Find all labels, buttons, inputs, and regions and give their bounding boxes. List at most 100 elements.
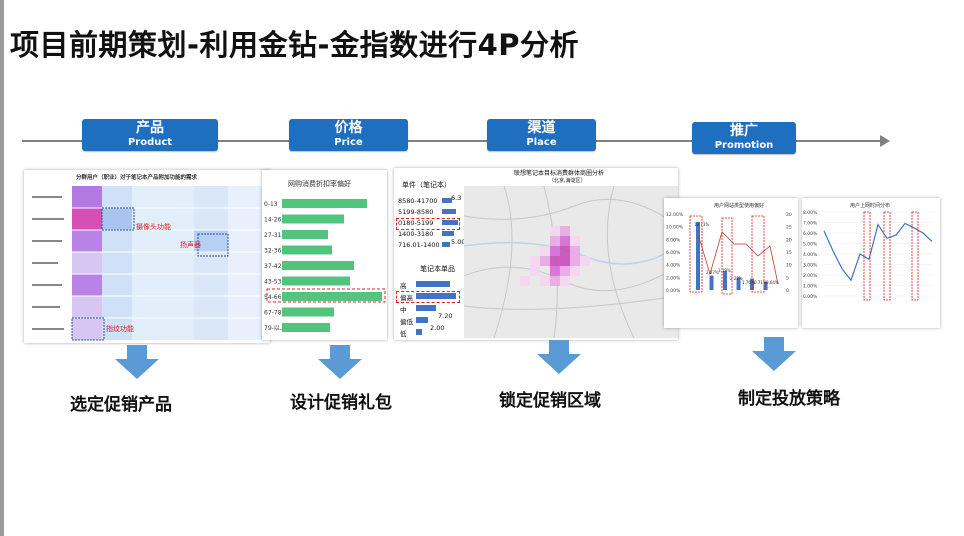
heat-cell: [530, 266, 540, 276]
price-row-label: 0-13: [264, 201, 278, 208]
heat-cell: [560, 246, 570, 256]
promo-bar-label: 0.64%: [766, 280, 779, 285]
place-mini-bars: [416, 198, 458, 335]
price-row-label: 37-42: [264, 263, 282, 270]
promo-right-chart: 8.00%7.00%6.00%5.00%4.00%3.00%2.00%1.00%…: [803, 210, 933, 301]
heat-cell: [520, 276, 530, 286]
heat-cell: [560, 276, 570, 286]
price-row-label: 32-36: [264, 248, 282, 255]
heat-cell: [580, 256, 590, 266]
promo-left-highlight: [721, 217, 733, 295]
price-highlight-box: [266, 288, 386, 303]
promo-right-ytick: 8.00%: [803, 210, 818, 216]
promo-left-ytick: 0.00%: [666, 288, 681, 294]
promo-left-ytick: 4.00%: [666, 263, 681, 269]
grade-2: 偏高: [400, 294, 413, 302]
promo-left-y2tick: 10: [786, 263, 792, 269]
heat-cell: [570, 236, 580, 246]
heat-cell: [550, 236, 560, 246]
heat-cell: [570, 246, 580, 256]
heat-cell: [570, 256, 580, 266]
phase-price: 价格 Price: [289, 119, 408, 151]
annotation-speaker: 扬声器: [180, 241, 201, 249]
heat-cell: [560, 266, 570, 276]
heat-cell: [540, 276, 550, 286]
price-band-5: 716.01-1400: [398, 241, 440, 249]
down-arrow-promotion: [752, 337, 796, 371]
phase-product-cn: 产品: [136, 120, 164, 136]
price-bar: [282, 292, 382, 301]
grade-list: 高 偏高 中 偏低 低: [400, 280, 413, 340]
heat-cell: [530, 256, 540, 266]
promo-left-line: [697, 231, 779, 285]
annotation-fingerprint: 指纹功能: [106, 325, 134, 333]
promo-bar: [723, 271, 728, 290]
phase-place-cn: 渠道: [527, 120, 556, 136]
price-bar: [282, 230, 328, 239]
caption-product: 选定促销产品: [70, 395, 172, 415]
heat-cell: [560, 226, 570, 236]
promo-right-ytick: 3.00%: [803, 263, 818, 269]
promo-right-ytick: 1.00%: [803, 284, 818, 290]
phase-product-en: Product: [127, 137, 173, 148]
promo-right-ytick: 5.00%: [803, 242, 818, 248]
price-bar: [282, 276, 350, 286]
price-row-label: 67-78: [264, 310, 282, 317]
product-heatmap-grid: [32, 186, 266, 341]
phase-place-en: Place: [526, 137, 557, 148]
price-row-label: 43-53: [264, 279, 282, 286]
price-bar-chart: 0-1314-2627-3132-3637-4243-5354-6667-787…: [264, 199, 386, 332]
phase-product: 产品 Product: [82, 119, 218, 151]
annotation-camera: 摄像头功能: [136, 223, 171, 231]
price-bar: [282, 261, 354, 270]
price-bar: [282, 199, 367, 208]
heat-cell: [550, 256, 560, 266]
promo-left-ytick: 12.00%: [666, 212, 684, 218]
timeline-line: [22, 140, 886, 142]
price-row-label: 14-26: [264, 217, 282, 224]
promo-left-ytick: 10.00%: [666, 225, 684, 231]
grade-3: 中: [400, 306, 407, 314]
price-band-highlight: [396, 218, 460, 230]
promo-bar: [750, 278, 755, 290]
price-bar: [282, 245, 332, 255]
caption-place: 锁定促销区域: [499, 391, 601, 411]
timeline-arrowhead: [880, 135, 890, 147]
promo-bar-label: 10.73%: [694, 222, 709, 227]
caption-price: 设计促销礼包: [290, 393, 392, 413]
promo-bar-label: 0.71%: [754, 280, 767, 285]
promo-left-y2tick: 20: [786, 237, 792, 243]
promo-left-y2tick: 5: [786, 275, 789, 281]
promo-left-ytick: 2.00%: [666, 275, 681, 281]
promo-right-highlight: [863, 211, 871, 301]
phase-price-en: Price: [334, 137, 363, 148]
down-arrow-place: [537, 340, 581, 374]
promo-right-ytick: 7.00%: [803, 221, 818, 227]
product-heatmap-panel: 分群用户（职业）对于笔记本产品附加功能的需求: [24, 170, 270, 343]
caption-promotion: 制定投放策略: [738, 389, 840, 409]
promo-right-title: 用户上网时间分布: [850, 203, 891, 209]
heat-cell: [540, 256, 550, 266]
promo-left-y2tick: 15: [786, 250, 792, 256]
map-subtitle: （北京,海淀区）: [549, 178, 586, 184]
phase-promotion-cn: 推广: [730, 123, 758, 139]
grade-4: 偏低: [400, 318, 413, 326]
heat-map: [464, 186, 678, 338]
promotion-time-panel: 用户上网时间分布 8.00%7.00%6.00%5.00%4.00%3.00%2…: [802, 198, 940, 328]
price-row-label: 27-31: [264, 232, 282, 239]
product-panel-title: 分群用户（职业）对于笔记本产品附加功能的需求: [76, 175, 198, 181]
slide-title: 项目前期策划-利用金钻-金指数进行4P分析: [10, 28, 580, 62]
down-arrow-product: [115, 345, 159, 379]
promo-left-y2tick: 25: [786, 225, 792, 231]
price-bar: [282, 307, 334, 317]
price-band-pct-1: 6.3: [451, 194, 462, 202]
price-band-2: 5199-8580: [398, 208, 434, 216]
promo-bar-label: 1.76%: [742, 280, 755, 285]
promo-right-ytick: 2.00%: [803, 273, 818, 279]
grade-pct-5: 2.00: [430, 324, 445, 332]
place-left-title: 单件（笔记本）: [402, 181, 451, 189]
promo-left-highlight: [689, 215, 703, 293]
promo-bar: [736, 277, 741, 290]
